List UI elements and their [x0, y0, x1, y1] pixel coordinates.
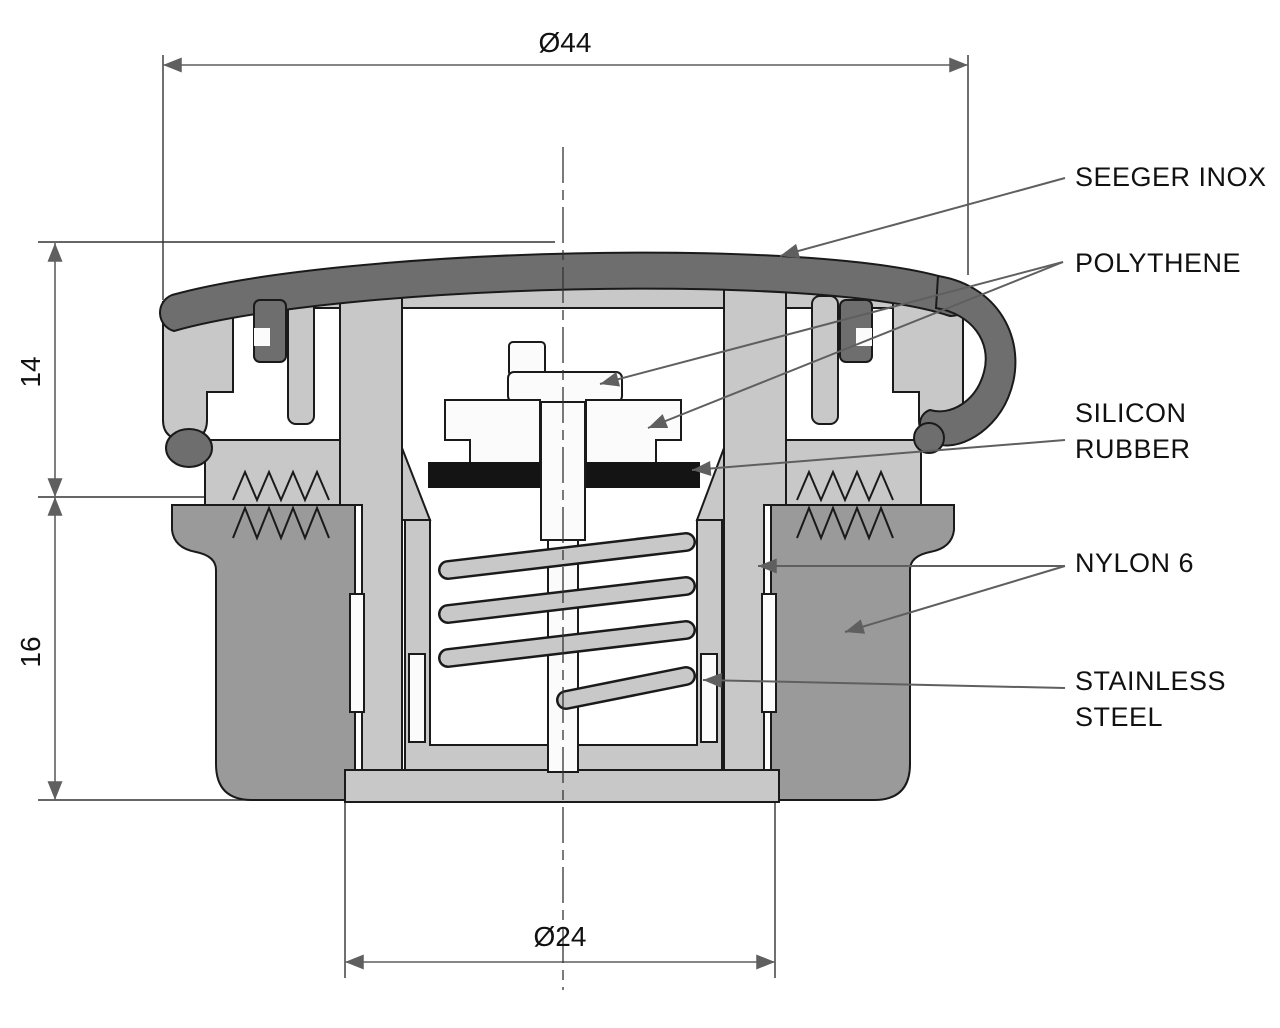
cap-dome — [159, 251, 971, 333]
leader-polythene-1 — [599, 261, 1064, 387]
dim-label-upper-height: 14 — [15, 356, 46, 387]
dim-label-inner-diameter: Ø24 — [534, 921, 587, 952]
spring-coil-2 — [440, 578, 694, 622]
callout-steel-line2: STEEL — [1075, 702, 1163, 732]
dim-label-lower-height: 16 — [15, 636, 46, 667]
leader-lines — [599, 177, 1066, 689]
slot-right — [761, 593, 777, 713]
thread-band-right — [785, 439, 922, 506]
cup-slot-right — [700, 653, 718, 743]
callout-seeger-inox: SEEGER INOX — [1075, 162, 1267, 192]
seeger-ring-end — [913, 422, 945, 454]
cap-assembly — [159, 251, 1017, 803]
threads-left-lower — [232, 505, 330, 541]
bottom-flange — [344, 769, 780, 803]
leader-nylon-2 — [844, 565, 1066, 634]
leader-polythene-2 — [647, 261, 1064, 429]
seeger-clip-left-notch — [254, 328, 270, 346]
funnel-slope-left — [401, 447, 432, 521]
seeger-wire-section-left — [165, 428, 213, 468]
leader-stainless — [702, 672, 1066, 689]
spring-coil-3 — [440, 622, 694, 666]
thread-band-left — [204, 439, 341, 506]
callout-polythene: POLYTHENE — [1075, 248, 1241, 278]
leader-silicon — [691, 439, 1066, 476]
dimension-lines — [47, 57, 968, 970]
stem-top-tab — [508, 341, 546, 377]
nylon-shell-right — [770, 504, 955, 801]
cup-slot-left — [408, 653, 426, 743]
leader-seeger — [779, 177, 1066, 259]
shoulder-block-right — [585, 399, 682, 469]
seeger-clip-right-notch — [856, 328, 872, 346]
callout-nylon: NYLON 6 — [1075, 548, 1194, 578]
spring-coil-1 — [440, 534, 694, 578]
spring-coil-4 — [558, 668, 694, 708]
dim-label-outer-diameter: Ø44 — [539, 27, 592, 58]
threads-right-lower — [796, 505, 894, 541]
threads-right-upper — [796, 469, 894, 503]
funnel-slope-right — [695, 447, 725, 521]
silicon-seal-left — [428, 462, 540, 488]
extension-lines — [38, 55, 969, 978]
shoulder-block-left — [444, 399, 541, 469]
spring — [438, 532, 696, 710]
callout-steel-line1: STAINLESS — [1075, 666, 1226, 696]
callout-silicon-line2: RUBBER — [1075, 434, 1191, 464]
callout-silicon-line1: SILICON — [1075, 398, 1187, 428]
valve-head — [507, 371, 623, 403]
silicon-seal-right — [586, 462, 700, 488]
threads-left-upper — [232, 469, 330, 503]
nylon-shell-left — [171, 504, 356, 801]
slot-left — [349, 593, 365, 713]
retention-post-left — [287, 295, 315, 425]
